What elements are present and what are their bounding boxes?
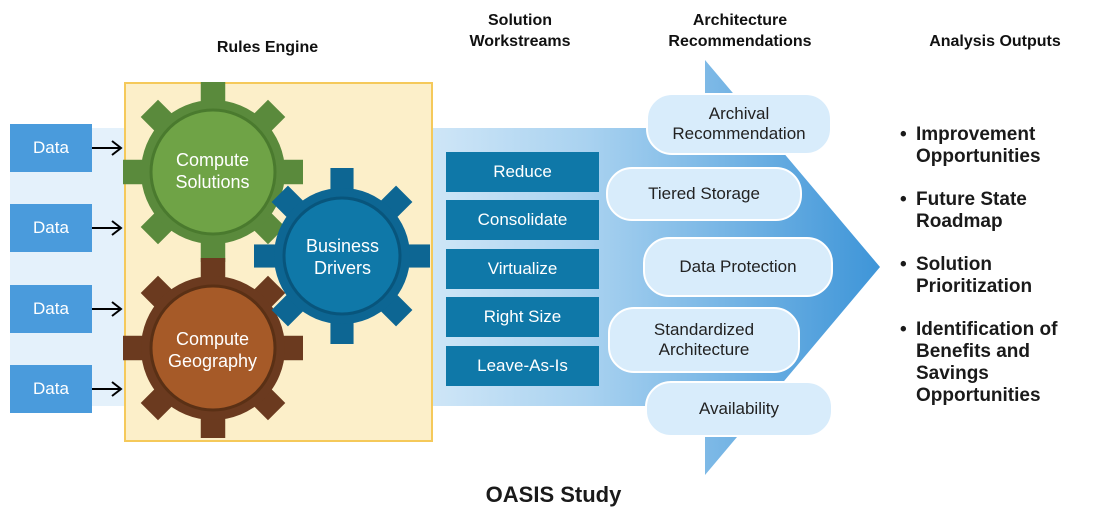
output-item: Improvement Opportunities [900, 124, 1100, 168]
data-input-box: Data [10, 124, 92, 172]
gear-label-compute-geography: Compute Geography [167, 329, 258, 371]
gear-compute-solutions [123, 82, 303, 262]
recommendation-archival: Archival Recommendation [646, 93, 832, 155]
workstream-leave-as-is: Leave-As-Is [446, 346, 599, 386]
right-arrow-icon [92, 140, 123, 156]
gear-compute-geography [123, 258, 303, 438]
recommendation-data-protection: Data Protection [643, 237, 833, 297]
analysis-outputs-list: Improvement Opportunities Future State R… [900, 124, 1100, 428]
output-item: Future State Roadmap [900, 189, 1100, 233]
data-input-box: Data [10, 365, 92, 413]
recommendation-standardized-architecture: Standardized Architecture [608, 307, 800, 373]
header-rules-engine: Rules Engine [216, 39, 319, 56]
right-arrow-icon [92, 220, 123, 236]
output-item: Solution Prioritization [900, 254, 1100, 298]
header-architecture-recommendations: Architecture Recommendations [668, 12, 812, 50]
workstream-consolidate: Consolidate [446, 200, 599, 240]
right-arrow-icon [92, 301, 123, 317]
data-input-box: Data [10, 285, 92, 333]
data-input-box: Data [10, 204, 92, 252]
gear-business-drivers [254, 168, 430, 344]
gear-label-business-drivers: Business Drivers [305, 236, 380, 278]
workstream-reduce: Reduce [446, 152, 599, 192]
right-arrow-icon [92, 381, 123, 397]
header-analysis-outputs: Analysis Outputs [929, 33, 1061, 50]
recommendation-availability: Availability [645, 381, 833, 437]
diagram-caption: OASIS Study [485, 482, 622, 507]
output-item: Identification of Benefits and Savings O… [900, 319, 1100, 407]
workstream-right-size: Right Size [446, 297, 599, 337]
recommendation-tiered-storage: Tiered Storage [606, 167, 802, 221]
workstream-virtualize: Virtualize [446, 249, 599, 289]
gear-label-compute-solutions: Compute Solutions [175, 150, 250, 192]
header-solution-workstreams: Solution Workstreams [469, 12, 571, 50]
